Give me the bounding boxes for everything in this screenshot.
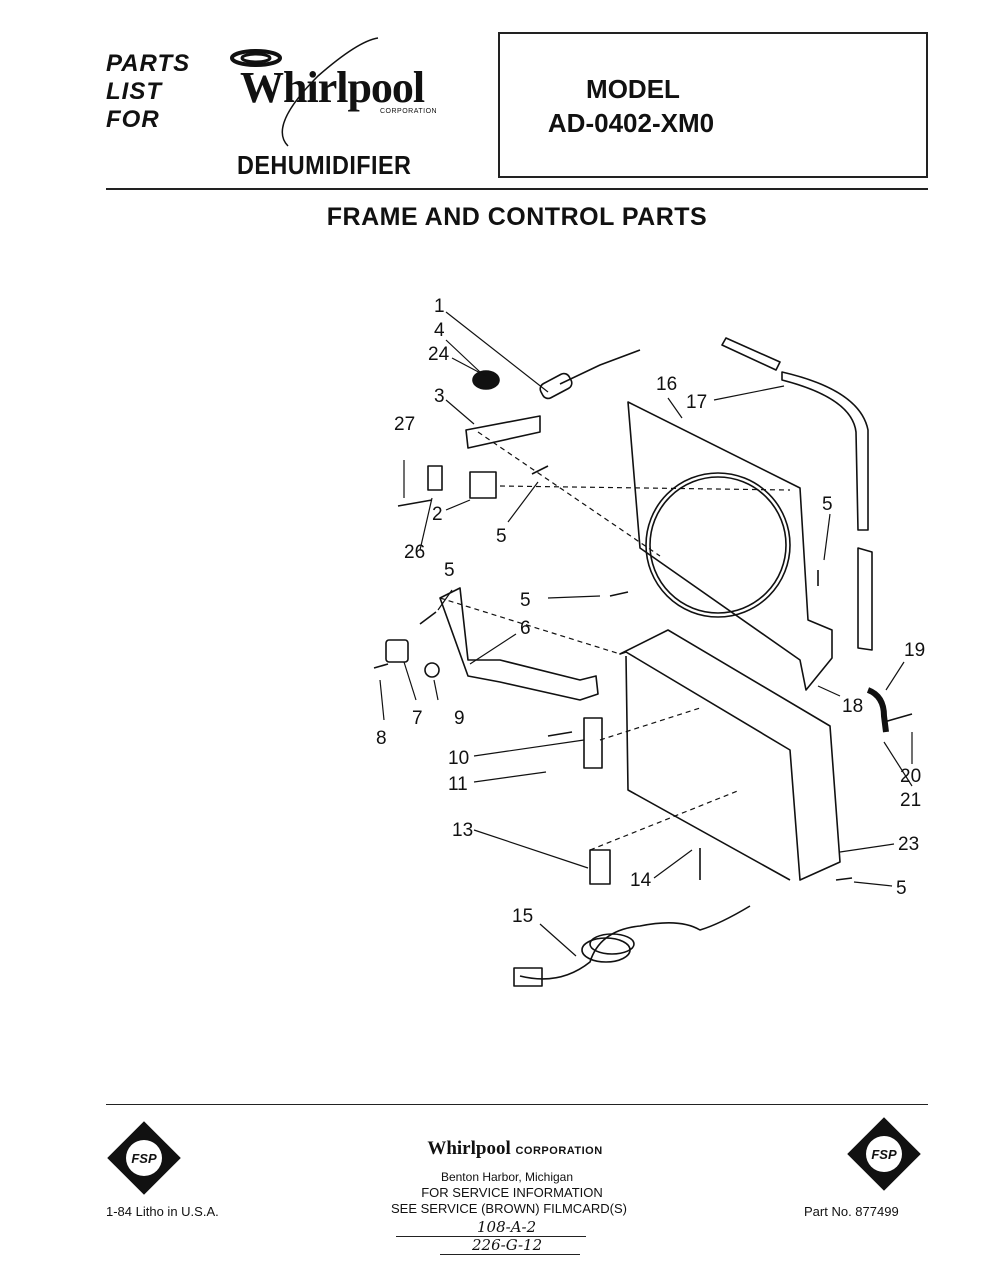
callout-number: 13 xyxy=(452,820,473,841)
parts-list-for: PARTS LIST FOR xyxy=(106,50,190,134)
callout-number: 5 xyxy=(822,494,833,515)
callout-number: 27 xyxy=(394,414,415,435)
filmcard-number-1: 108-A-2 xyxy=(477,1218,537,1236)
gasket-strip-top xyxy=(721,337,781,371)
callout-number: 1 xyxy=(434,296,445,317)
product-name: DEHUMIDIFIER xyxy=(237,150,412,180)
gasket-strip-lower xyxy=(857,547,873,651)
hinge-part xyxy=(583,717,603,769)
control-switch-part xyxy=(539,372,573,400)
fsp-logo-text: FSP xyxy=(131,1151,157,1166)
base-pan-edge xyxy=(625,655,791,881)
fsp-logo-right: FSP xyxy=(847,1117,921,1191)
service-info-line1: FOR SERVICE INFORMATION xyxy=(421,1185,603,1200)
filmcard-underline-1 xyxy=(396,1236,586,1237)
callout-number: 6 xyxy=(520,618,531,639)
cross-bracket-part xyxy=(439,587,599,701)
plug-part xyxy=(513,967,543,987)
callout-number: 9 xyxy=(454,708,465,729)
base-pan-part xyxy=(619,629,841,881)
callout-number: 14 xyxy=(630,870,652,891)
callout-number: 5 xyxy=(444,560,455,581)
cord-coil xyxy=(581,937,631,963)
callout-number: 2 xyxy=(432,504,443,525)
service-info-line2: SEE SERVICE (BROWN) FILMCARD(S) xyxy=(391,1201,627,1216)
header-divider xyxy=(106,188,928,190)
model-box: MODEL AD-0402-XM0 xyxy=(498,32,928,178)
gasket-strip-side xyxy=(781,371,869,531)
control-knob-part xyxy=(472,370,500,390)
print-info: 1-84 Litho in U.S.A. xyxy=(106,1204,219,1219)
brand-subtitle: CORPORATION xyxy=(380,108,438,115)
model-label: MODEL xyxy=(586,74,680,104)
part-number: Part No. 877499 xyxy=(804,1204,899,1219)
callout-number: 23 xyxy=(898,834,919,855)
parts-list-line: LIST xyxy=(106,78,162,105)
callout-number: 26 xyxy=(404,542,425,563)
callout-number: 20 xyxy=(900,766,921,787)
callout-labels: 1 4 24 3 27 2 26 5 16 17 5 5 5 6 19 8 7 … xyxy=(376,296,925,927)
corporation-city: Benton Harbor, Michigan xyxy=(440,1170,574,1184)
corporation-name: Whirlpool CORPORATION xyxy=(15,1138,1000,1160)
drain-tube-part xyxy=(866,687,889,733)
callout-number: 15 xyxy=(512,906,533,927)
brand-logo-wordmark: Whirlpool xyxy=(240,63,425,112)
fsp-logo-left: FSP xyxy=(107,1121,181,1195)
fan-orifice-ring xyxy=(645,472,791,618)
switch-lead-wire xyxy=(559,349,641,385)
model-number: AD-0402-XM0 xyxy=(547,108,715,138)
callout-number: 5 xyxy=(520,590,531,611)
filmcard-number-2: 226-G-12 xyxy=(472,1236,543,1254)
callout-number: 4 xyxy=(434,320,445,341)
fsp-logo-text: FSP xyxy=(871,1147,897,1162)
callout-number: 7 xyxy=(412,708,423,729)
callout-number: 24 xyxy=(428,344,450,365)
callout-number: 17 xyxy=(686,392,707,413)
callout-number: 5 xyxy=(896,878,907,899)
callout-number: 5 xyxy=(496,526,507,547)
section-title: FRAME AND CONTROL PARTS xyxy=(326,203,708,231)
filmcard-underline-2 xyxy=(440,1254,580,1255)
callout-number: 21 xyxy=(900,790,921,811)
parts-list-line: FOR xyxy=(106,106,160,133)
corporation-suffix: CORPORATION xyxy=(515,1145,603,1157)
callout-number: 18 xyxy=(842,696,863,717)
control-bracket-part xyxy=(465,415,541,449)
capacitor-clip-part xyxy=(385,639,409,663)
relay-part-27 xyxy=(427,465,443,491)
parts-list-line: PARTS xyxy=(106,50,191,77)
grommet-part xyxy=(424,662,440,678)
callout-number: 19 xyxy=(904,640,925,661)
callout-number: 8 xyxy=(376,728,387,749)
callout-number: 16 xyxy=(656,374,677,395)
footer-divider xyxy=(106,1104,928,1105)
callout-number: 3 xyxy=(434,386,445,407)
whirlpool-logo-swirl xyxy=(230,37,379,147)
power-cord-part xyxy=(519,905,751,980)
front-frame-part xyxy=(627,401,833,691)
corporation-brand: Whirlpool xyxy=(427,1138,511,1159)
callout-number: 11 xyxy=(448,774,468,795)
callout-number: 10 xyxy=(448,748,469,769)
control-thermostat-part xyxy=(469,471,497,499)
latch-part xyxy=(589,849,611,885)
